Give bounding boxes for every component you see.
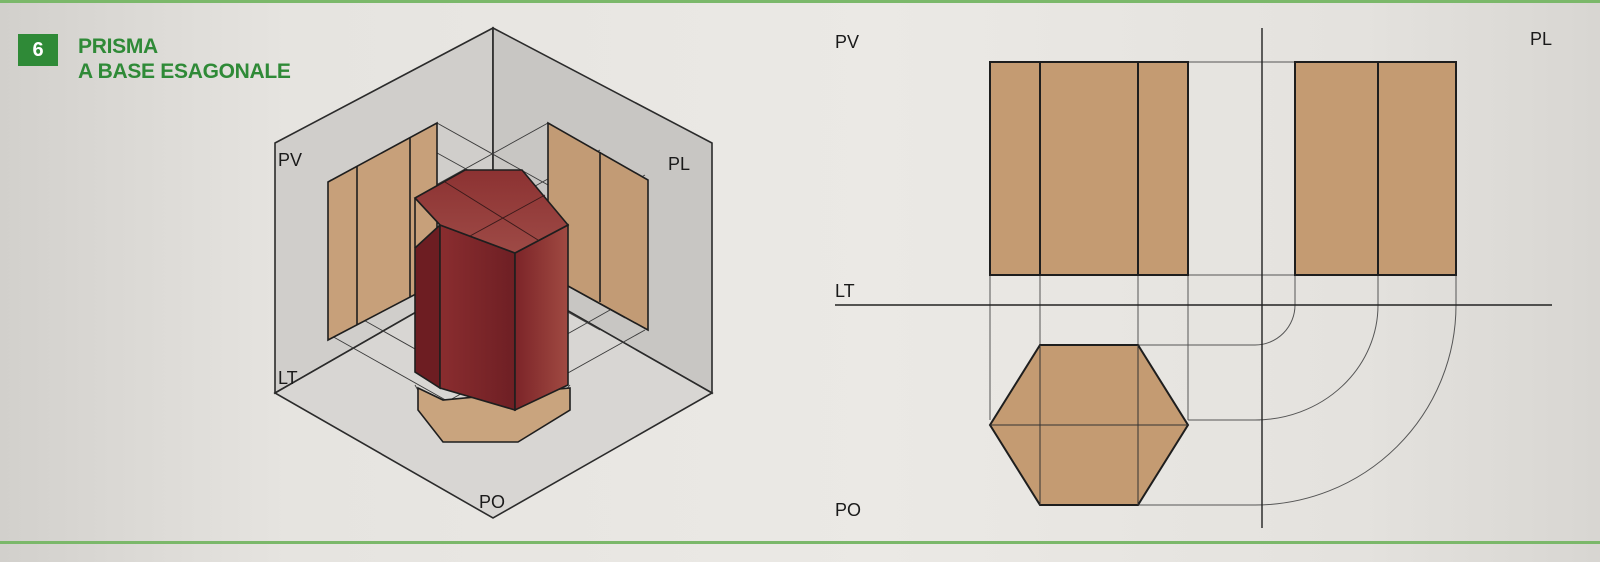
axo-label-po: PO xyxy=(479,492,505,512)
exercise-title: PRISMA A BASE ESAGONALE xyxy=(78,34,398,84)
title-line-1: PRISMA xyxy=(78,35,158,58)
hexagonal-prism xyxy=(413,169,570,412)
ortho-label-po: PO xyxy=(835,500,861,520)
axonometric-view: PV PL LT PO xyxy=(273,26,714,519)
bottom-rule xyxy=(0,541,1600,544)
ortho-label-pl: PL xyxy=(1530,29,1552,49)
title-line-2: A BASE ESAGONALE xyxy=(78,60,291,83)
axo-label-lt: LT xyxy=(278,368,298,388)
orthographic-view: PV PL LT PO xyxy=(835,28,1552,528)
ortho-label-pv: PV xyxy=(835,32,859,52)
exercise-number-badge: 6 xyxy=(18,34,58,66)
top-rule xyxy=(0,0,1600,3)
ortho-label-lt: LT xyxy=(835,281,855,301)
axo-label-pl: PL xyxy=(668,154,690,174)
po-top-view xyxy=(988,344,1190,506)
pl-side-view xyxy=(1294,61,1457,276)
pv-front-view xyxy=(989,61,1189,276)
axo-label-pv: PV xyxy=(278,150,302,170)
